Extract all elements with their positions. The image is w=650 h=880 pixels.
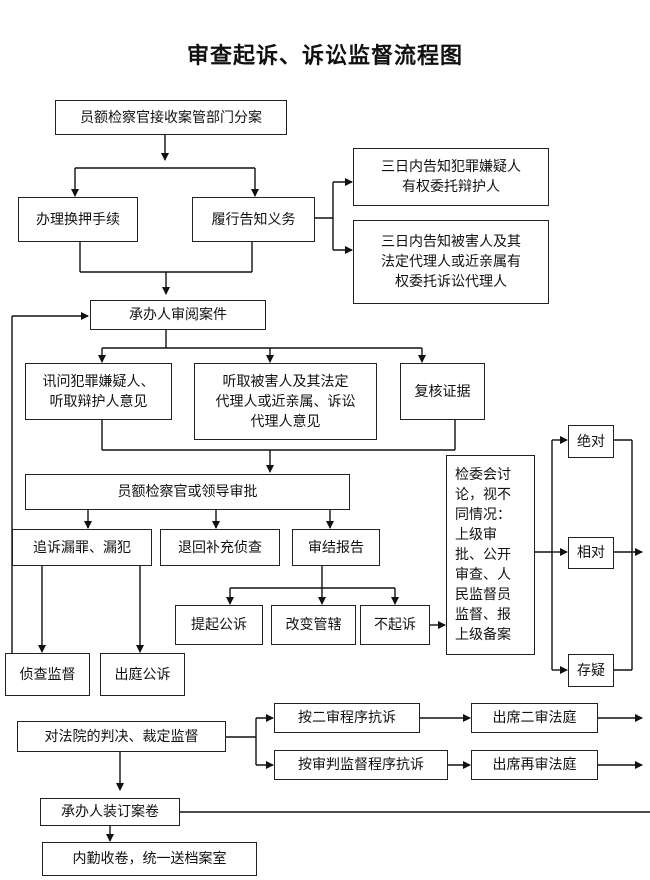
return-investigation-box: 退回补充侦查	[160, 529, 280, 566]
case-review-box: 承办人审阅案件	[90, 300, 266, 330]
archive-box: 内勤收卷，统一送档案室	[42, 842, 257, 876]
bind-files-box: 承办人装订案卷	[40, 798, 180, 826]
final-report-box: 审结报告	[292, 529, 380, 566]
page-title: 审查起诉、诉讼监督流程图	[186, 43, 463, 69]
court-appearance-box: 出庭公诉	[100, 653, 185, 696]
interrogate-suspect-box: 讯问犯罪嫌疑人、 听取辩护人意见	[25, 363, 172, 420]
custody-transfer-box: 办理换押手续	[18, 197, 138, 242]
investigation-supervision-box: 侦查监督	[5, 653, 90, 696]
change-jurisdiction-box: 改变管辖	[271, 605, 356, 645]
judgment-supervision-box: 对法院的判决、裁定监督	[17, 721, 226, 752]
notify-victim-box: 三日内告知被害人及其 法定代理人或近亲属有 权委托诉讼代理人	[353, 220, 549, 304]
second-instance-protest-box: 按二审程序抗诉	[274, 703, 420, 733]
notification-duty-box: 履行告知义务	[192, 197, 315, 242]
hear-victim-box: 听取被害人及其法定 代理人或近亲属、诉讼 代理人意见	[194, 363, 377, 440]
retrial-court-box: 出席再审法庭	[471, 750, 598, 780]
verify-evidence-box: 复核证据	[400, 363, 485, 420]
approval-box: 员额检察官或领导审批	[25, 474, 350, 510]
procuratorial-committee-box: 检委会讨 论，视不 同情况： 上级审 批、公开 审查、人 民监督员 监督、报 上…	[446, 455, 535, 655]
outcome-absolute-box: 绝对	[568, 425, 614, 458]
assign-case-box: 员额检察官接收案管部门分案	[55, 100, 287, 135]
no-prosecution-box: 不起诉	[360, 605, 430, 645]
outcome-relative-box: 相对	[568, 537, 614, 569]
retrial-protest-box: 按审判监督程序抗诉	[274, 750, 448, 780]
notify-suspect-box: 三日内告知犯罪嫌疑人 有权委托辩护人	[353, 148, 549, 206]
public-prosecution-box: 提起公诉	[175, 605, 263, 645]
pursue-omissions-box: 追诉漏罪、漏犯	[12, 529, 152, 566]
outcome-doubt-box: 存疑	[568, 654, 614, 687]
second-instance-court-box: 出席二审法庭	[471, 703, 598, 733]
